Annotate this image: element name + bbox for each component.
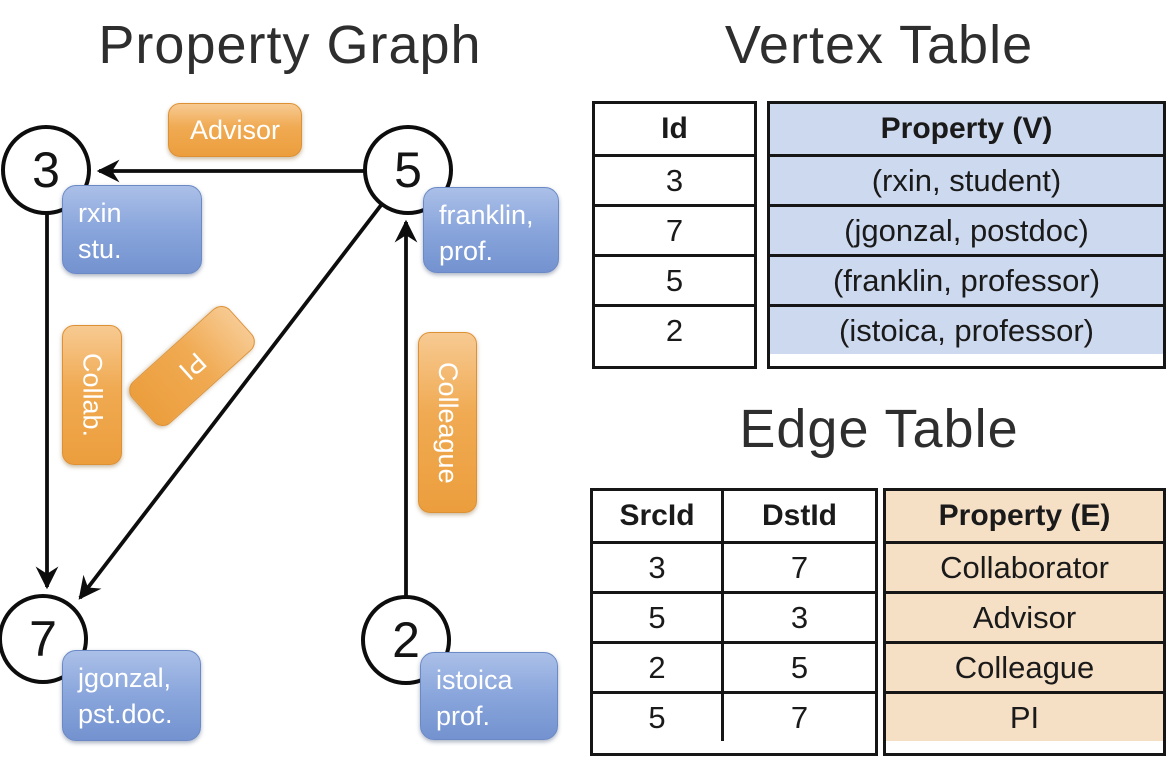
table-cell: (istoica, professor) (770, 304, 1163, 354)
edge-table-property-column: Property (E) Collaborator Advisor Collea… (883, 488, 1166, 756)
vertex-table-id-column: Id 3 7 5 2 (592, 101, 757, 369)
edge-arrow-5-to-7 (78, 168, 410, 600)
vertex-table-id-header: Id (661, 112, 688, 145)
vertex-table-title: Vertex Table (724, 15, 1034, 75)
edge-table-property-header: Property (E) (886, 491, 1163, 541)
vertex-table-property-column: Property (V) (rxin, student) (jgonzal, p… (767, 101, 1166, 369)
table-cell: PI (886, 691, 1163, 741)
vertex-node-3-id: 3 (32, 142, 60, 198)
vertex-property-box-2: istoica prof. (420, 652, 558, 740)
table-cell: (jgonzal, postdoc) (770, 204, 1163, 254)
vertex-property-box-3: rxin stu. (62, 185, 202, 274)
table-cell: 5 (648, 699, 666, 735)
table-cell: 7 (595, 204, 754, 254)
property-graph-title: Property Graph (98, 15, 482, 75)
edge-table-dstid-header: DstId (721, 491, 875, 541)
vertex-node-2-id: 2 (392, 612, 420, 668)
vertex-node-5-id: 5 (394, 142, 422, 198)
vertex-property-box-5: franklin, prof. (423, 187, 559, 273)
table-cell: (rxin, student) (770, 154, 1163, 204)
table-cell: Collaborator (886, 541, 1163, 591)
table-cell: Colleague (886, 641, 1163, 691)
vertex-node-5: 5 (363, 125, 453, 215)
edge-table-title: Edge Table (739, 399, 1019, 459)
vertex-table-property-header: Property (V) (770, 104, 1163, 154)
table-cell: 3 (648, 549, 666, 585)
edge-label-advisor: Advisor (168, 103, 302, 157)
table-cell: 7 (721, 544, 875, 591)
graph-edges-layer (35, 159, 418, 640)
table-cell: 7 (721, 694, 875, 741)
table-cell: 5 (595, 254, 754, 304)
table-cell: 3 (721, 594, 875, 641)
edge-table-srcid-header: SrcId (619, 499, 695, 532)
vertex-node-2: 2 (361, 595, 451, 685)
edge-label-collab: Collab. (62, 325, 122, 465)
table-cell: 2 (648, 649, 666, 685)
vertex-property-box-7: jgonzal, pst.doc. (62, 650, 201, 741)
table-cell: (franklin, professor) (770, 254, 1163, 304)
table-cell: 5 (648, 599, 666, 635)
table-cell: 2 (595, 304, 754, 354)
vertex-node-7-id: 7 (29, 611, 57, 667)
table-cell: 3 (595, 154, 754, 204)
edge-table-id-columns: SrcId DstId 3 7 5 3 2 5 5 7 (590, 488, 878, 756)
table-cell: Advisor (886, 591, 1163, 641)
edge-label-colleague: Colleague (418, 332, 477, 513)
table-cell: 5 (721, 644, 875, 691)
